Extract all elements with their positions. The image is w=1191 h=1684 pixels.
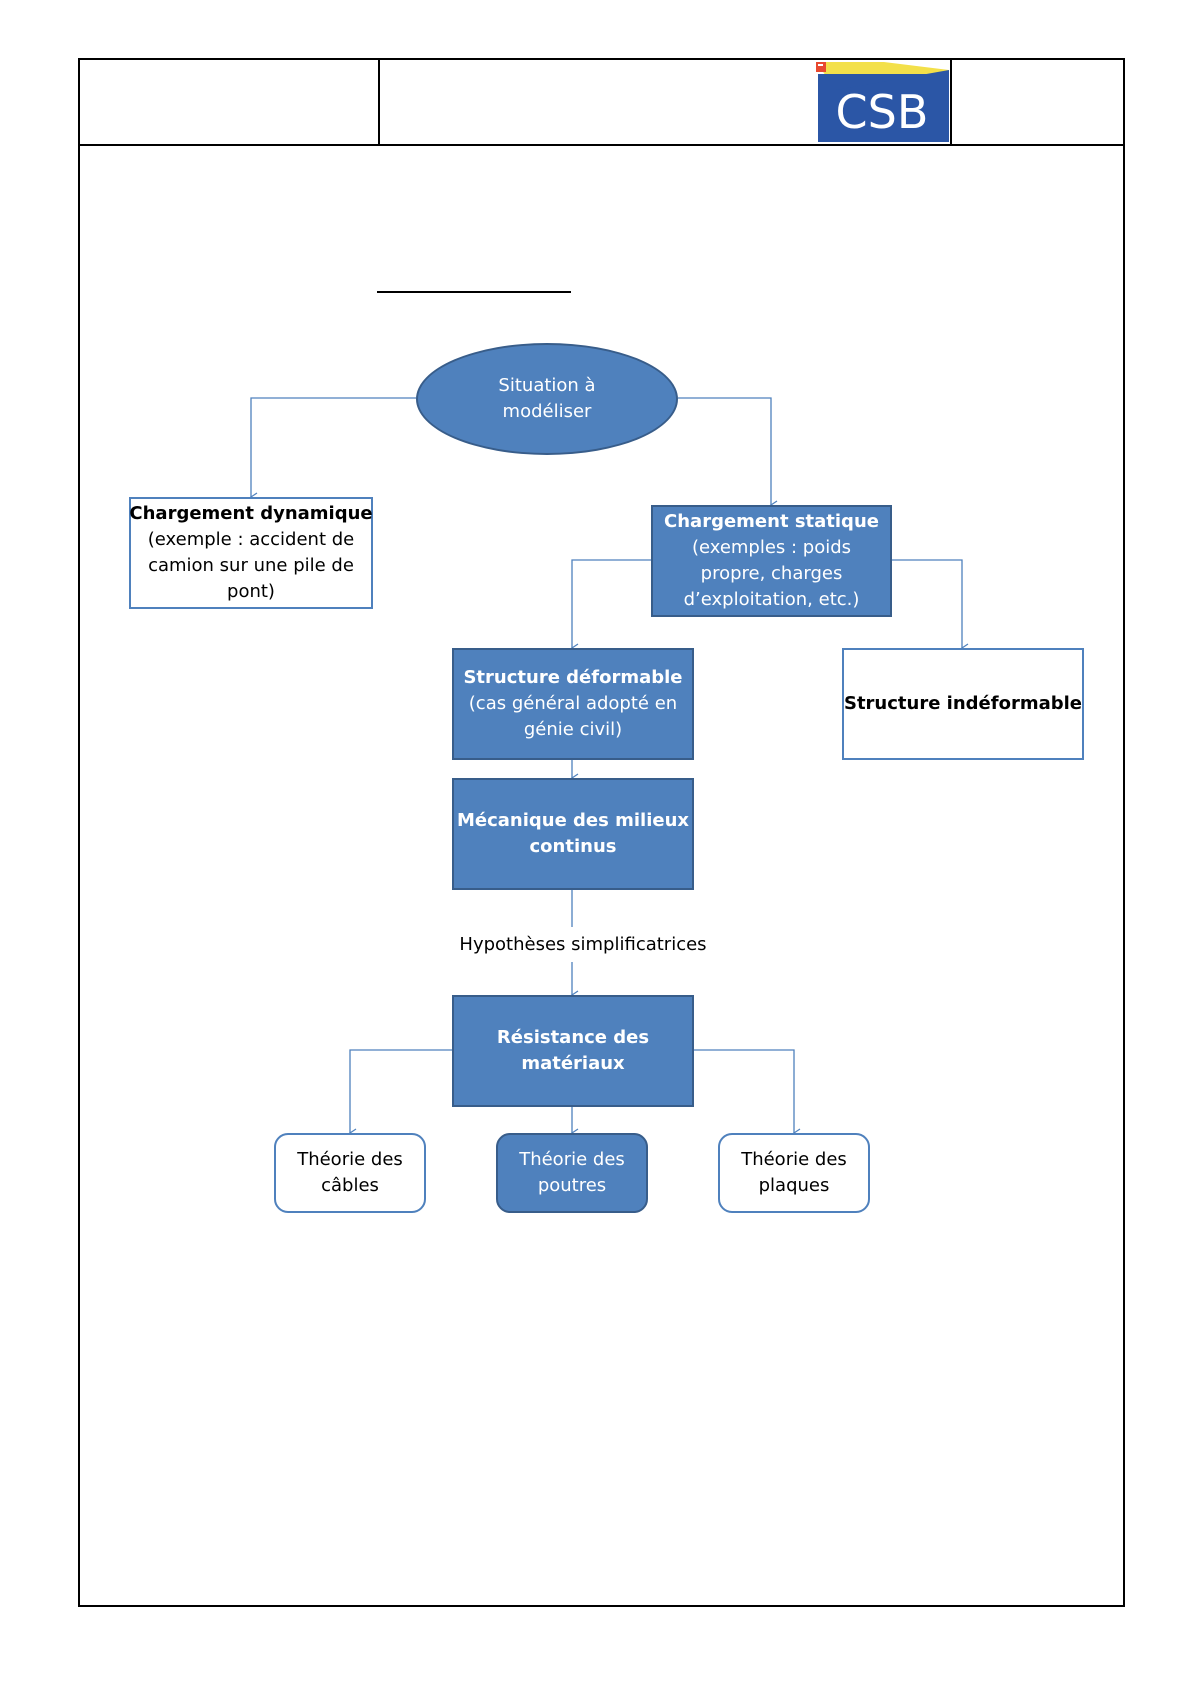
page-frame [78, 58, 1125, 1607]
node-mecanique-milieux-continus: Mécanique des milieux continus [452, 778, 694, 890]
node-structure-deformable: Structure déformable (cas général adopté… [452, 648, 694, 760]
node-poutres-line-2: poutres [537, 1175, 607, 1196]
node-deformable-line-1: (cas général adopté en [468, 693, 678, 714]
node-deformable-line-2: génie civil) [523, 719, 623, 740]
node-mmc-line-2: continus [529, 836, 617, 857]
node-chargement-statique: Chargement statique (exemples : poids pr… [651, 505, 892, 617]
label-hypotheses-simplificatrices: Hypothèses simplificatrices [459, 934, 707, 955]
node-dynamique-line-3: pont) [227, 581, 275, 602]
node-dynamique-line-1: (exemple : accident de [147, 529, 355, 550]
header-divider-left [378, 58, 380, 146]
node-situation-line-1: Situation à [498, 375, 596, 396]
logo-text: CSB [836, 85, 929, 139]
node-poutres-line-1: Théorie des [519, 1149, 625, 1170]
header-divider-right [950, 58, 952, 146]
node-statique-title: Chargement statique [664, 511, 879, 532]
node-plaques-line-1: Théorie des [741, 1149, 847, 1170]
title-underline [377, 291, 571, 293]
node-situation-a-modeliser: Situation à modéliser [416, 343, 678, 455]
node-statique-line-2: propre, charges [700, 563, 843, 584]
node-plaques-line-2: plaques [758, 1175, 830, 1196]
node-deformable-title: Structure déformable [463, 667, 683, 688]
node-dynamique-line-2: camion sur une pile de [148, 555, 354, 576]
node-theorie-des-plaques: Théorie des plaques [718, 1133, 870, 1213]
connector-situation-dynamique [249, 397, 416, 502]
node-statique-line-1: (exemples : poids [691, 537, 852, 558]
node-cables-line-1: Théorie des [297, 1149, 403, 1170]
node-structure-indeformable: Structure indéformable [842, 648, 1084, 760]
connector-statique-deformable [570, 559, 651, 653]
node-situation-line-2: modéliser [502, 401, 592, 422]
node-indeformable-label: Structure indéformable [843, 693, 1083, 714]
node-statique-line-3: d’exploitation, etc.) [683, 589, 860, 610]
connector-rdm-plaques [694, 1049, 801, 1138]
connector-statique-indeformable [892, 559, 969, 653]
connector-rdm-cables [348, 1049, 452, 1138]
node-theorie-des-poutres: Théorie des poutres [496, 1133, 648, 1213]
node-chargement-dynamique: Chargement dynamique (exemple : accident… [129, 497, 373, 609]
node-mmc-line-1: Mécanique des milieux [456, 810, 690, 831]
node-theorie-des-cables: Théorie des câbles [274, 1133, 426, 1213]
header-row [78, 58, 1125, 146]
node-cables-line-2: câbles [321, 1175, 379, 1196]
connector-situation-statique [678, 397, 778, 510]
node-rdm-line-1: Résistance des [496, 1027, 650, 1048]
node-dynamique-title: Chargement dynamique [129, 503, 373, 524]
node-resistance-des-materiaux: Résistance des matériaux [452, 995, 694, 1107]
csb-logo: CSB [816, 62, 949, 142]
node-rdm-line-2: matériaux [521, 1053, 625, 1074]
